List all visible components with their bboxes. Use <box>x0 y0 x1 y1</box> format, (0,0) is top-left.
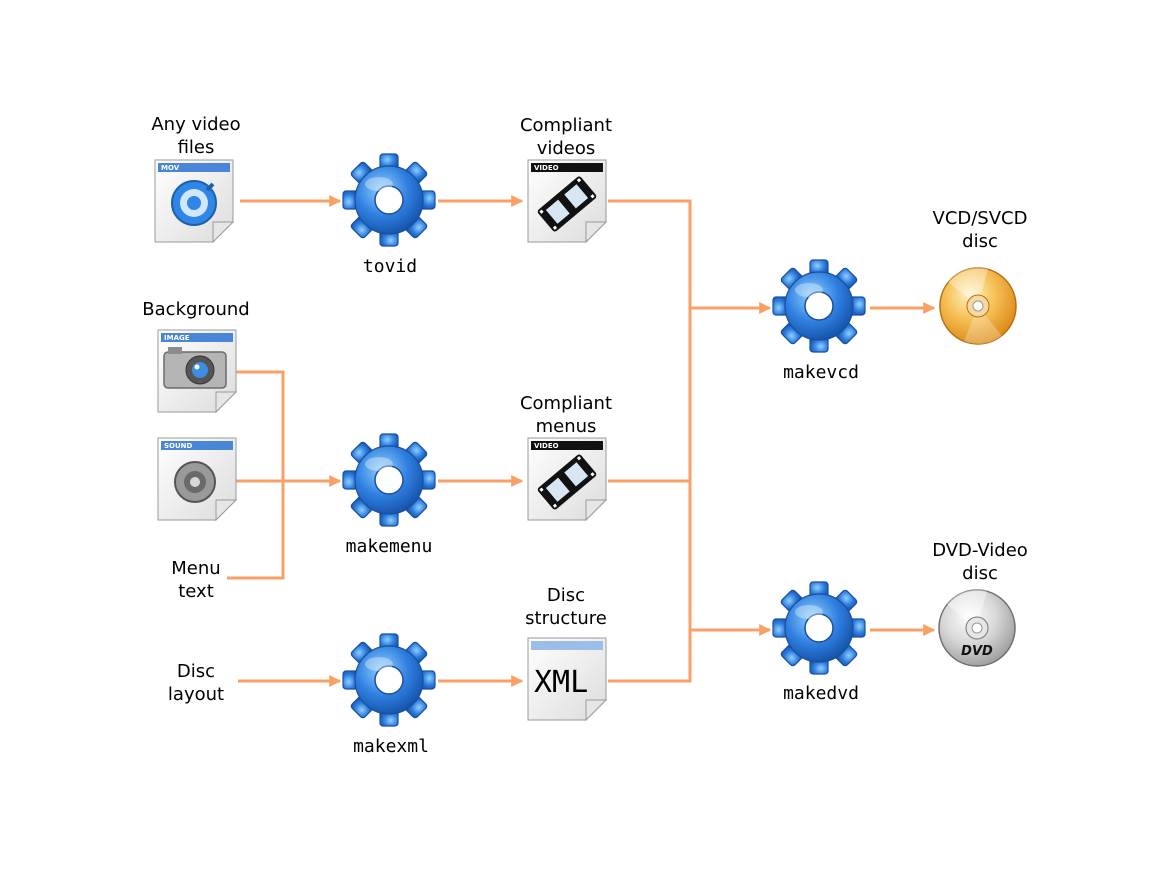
video-file-icon: VIDEO <box>527 159 607 243</box>
makemenu-gear-icon <box>342 433 436 527</box>
input-background: Background IMAGE <box>142 299 250 413</box>
tovid-label: tovid <box>363 256 417 277</box>
line-background-to-bracket <box>227 370 285 580</box>
menu-text-label-line1: Menu <box>171 558 220 579</box>
xml-file-icon: XML <box>527 637 607 721</box>
sound-tag: SOUND <box>164 442 193 450</box>
makedvd-label: makedvd <box>783 683 859 704</box>
mov-tag: MOV <box>161 164 180 172</box>
video-files-label-line2: files <box>178 137 215 158</box>
vcd-label-line2: disc <box>962 231 998 252</box>
bus-outputs <box>608 199 692 683</box>
input-video-files: Any video files MOV <box>151 114 241 243</box>
makevcd-gear-icon <box>772 259 866 353</box>
menu-video-tag: VIDEO <box>534 442 559 450</box>
tool-makevcd: makevcd <box>772 259 866 383</box>
compliant-videos-label-line2: videos <box>537 138 596 159</box>
connectors <box>227 195 936 687</box>
makemenu-label: makemenu <box>346 536 433 557</box>
menu-text-label-line2: text <box>178 581 214 602</box>
sound-file-icon: SOUND <box>157 437 237 521</box>
menu-video-file-icon: VIDEO <box>527 437 607 521</box>
xml-text: XML <box>534 665 588 700</box>
video-files-label-line1: Any video <box>151 114 240 135</box>
input-menu-text: Menu text <box>171 558 220 602</box>
cd-disc-icon <box>939 267 1017 345</box>
mov-file-icon: MOV <box>154 159 234 243</box>
disc-layout-label-line2: layout <box>168 684 224 705</box>
output-compliant-menus: Compliant menus VIDEO <box>520 393 612 521</box>
output-dvd-disc: DVD-Video disc DVD <box>932 540 1028 667</box>
background-label: Background <box>142 299 249 320</box>
makevcd-label: makevcd <box>783 362 859 383</box>
output-disc-structure: Disc structure XML <box>525 585 607 721</box>
disc-structure-label-line2: structure <box>525 608 607 629</box>
dvd-disc-icon: DVD <box>938 589 1016 667</box>
tool-tovid: tovid <box>342 153 436 277</box>
makexml-label: makexml <box>353 736 429 757</box>
dvd-logo-text: DVD <box>961 644 993 659</box>
image-file-icon: IMAGE <box>157 329 237 413</box>
disc-layout-label-line1: Disc <box>177 661 215 682</box>
tovid-gear-icon <box>342 153 436 247</box>
input-disc-layout: Disc layout <box>168 661 224 705</box>
vcd-label-line1: VCD/SVCD <box>933 208 1028 229</box>
makedvd-gear-icon <box>772 581 866 675</box>
image-tag: IMAGE <box>164 334 190 342</box>
dvd-label-line2: disc <box>962 563 998 584</box>
compliant-menus-label-line2: menus <box>536 416 597 437</box>
makexml-gear-icon <box>342 633 436 727</box>
output-compliant-videos: Compliant videos VIDEO <box>520 115 612 243</box>
disc-structure-label-line1: Disc <box>547 585 585 606</box>
tool-makedvd: makedvd <box>772 581 866 704</box>
tool-makemenu: makemenu <box>342 433 436 557</box>
video-tag: VIDEO <box>534 164 559 172</box>
output-vcd-disc: VCD/SVCD disc <box>933 208 1028 345</box>
dvd-label-line1: DVD-Video <box>932 540 1028 561</box>
compliant-videos-label-line1: Compliant <box>520 115 612 136</box>
compliant-menus-label-line1: Compliant <box>520 393 612 414</box>
tool-makexml: makexml <box>342 633 436 757</box>
